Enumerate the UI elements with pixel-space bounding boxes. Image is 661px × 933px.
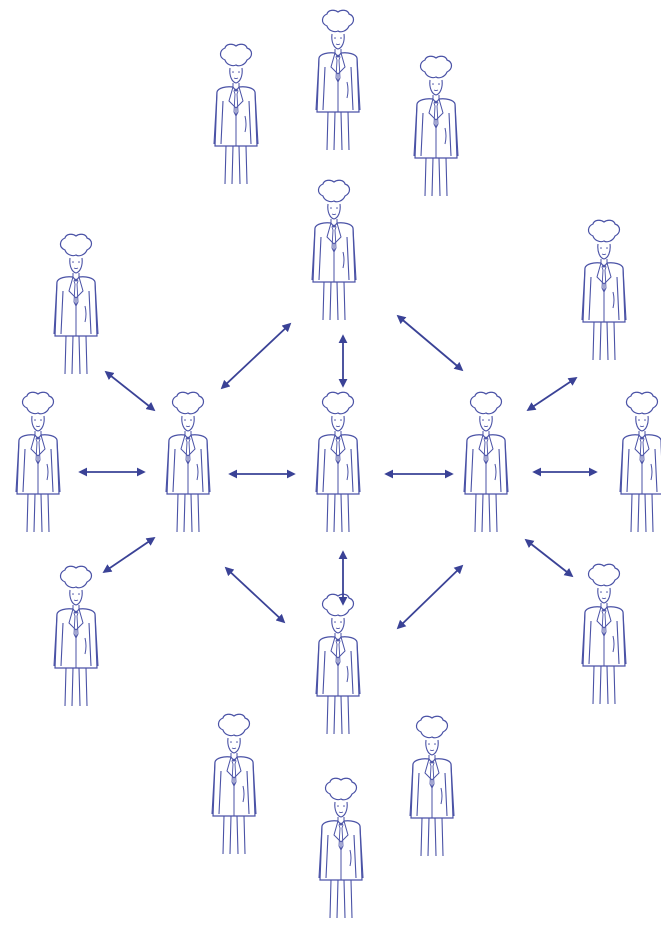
arrow-upper-hub-right [396,314,464,372]
person-top-right [413,55,459,197]
person-bottom-center [318,777,364,919]
person-left-upper [53,233,99,375]
arrow-upper-hub-left [220,322,292,390]
person-left-hub [165,391,211,533]
person-lower-hub [315,593,361,735]
person-right-hub [463,391,509,533]
person-upper-hub [311,179,357,321]
person-top-left [213,43,259,185]
arrow-lower-hub-left [224,566,286,624]
person-far-left [15,391,61,533]
arrow-left-lower [102,536,156,574]
person-top-center [315,9,361,151]
arrow-lower-hub-right [396,564,464,630]
arrow-left-upper [104,370,156,412]
person-center-hub [315,391,361,533]
person-bottom-right [409,715,455,857]
person-bottom-left [211,713,257,855]
person-left-lower [53,565,99,707]
person-right-upper [581,219,627,361]
arrow-right-lower [524,538,574,578]
arrow-right-upper [526,377,578,411]
person-far-right [619,391,661,533]
person-right-lower [581,563,627,705]
